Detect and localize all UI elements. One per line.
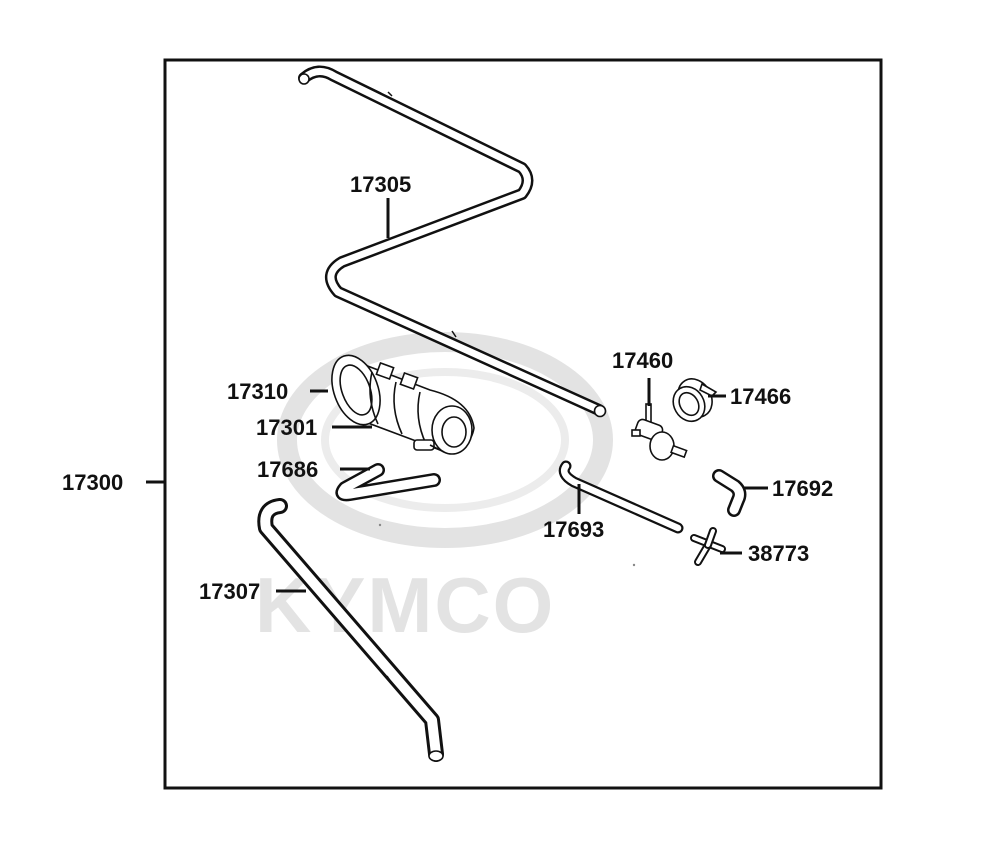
charcoal-canister-icon bbox=[331, 354, 475, 455]
tee-joint-icon bbox=[690, 527, 726, 566]
label-hose-elbow: 17692 bbox=[772, 476, 833, 501]
hose-short bbox=[335, 463, 441, 502]
label-vapor-hose-long: 17305 bbox=[350, 172, 411, 197]
watermark-ellipse-inner-icon bbox=[321, 368, 569, 512]
label-canister-bracket: 17310 bbox=[227, 379, 288, 404]
label-tee-joint: 38773 bbox=[748, 541, 809, 566]
label-kit: 17300 bbox=[62, 470, 123, 495]
label-hose-drain: 17307 bbox=[199, 579, 260, 604]
hose-elbow bbox=[712, 469, 747, 517]
label-canister: 17301 bbox=[256, 415, 317, 440]
purge-valve-icon bbox=[631, 403, 688, 461]
hose-clip-icon bbox=[672, 378, 718, 423]
label-hose-straight: 17693 bbox=[543, 517, 604, 542]
hose-drain bbox=[257, 498, 444, 762]
label-valve: 17460 bbox=[612, 348, 673, 373]
hose-straight bbox=[558, 460, 684, 534]
kit-frame bbox=[163, 58, 883, 790]
label-hose-short: 17686 bbox=[257, 457, 318, 482]
vapor-hose-long bbox=[298, 65, 607, 418]
label-clip: 17466 bbox=[730, 384, 791, 409]
